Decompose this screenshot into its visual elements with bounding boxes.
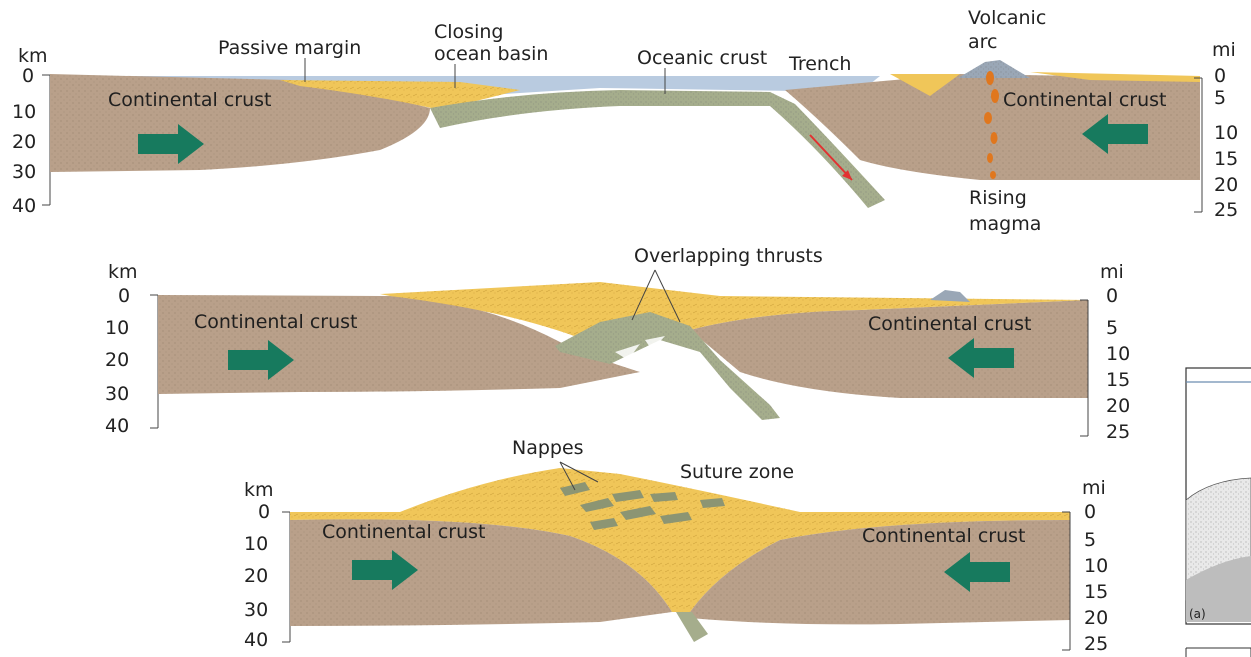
- km-tick: 10: [12, 101, 36, 123]
- km-tick: 30: [12, 161, 36, 183]
- km-tick: 20: [105, 349, 129, 371]
- mi-tick: 25: [1214, 199, 1238, 221]
- mi-tick: 15: [1214, 148, 1238, 170]
- km-tick: 10: [244, 533, 268, 555]
- label-suture-zone: Suture zone: [680, 461, 794, 483]
- label-continental-crust-left: Continental crust: [108, 89, 272, 111]
- panel-1: km 0 10 20 30 40: [12, 7, 1238, 235]
- label-trench: Trench: [788, 53, 851, 75]
- panel-2: km 0 10 20 30 40 Overlapping thrusts Con: [105, 245, 1130, 443]
- arc-remnant: [930, 290, 970, 302]
- mi-unit-label: mi: [1212, 39, 1236, 61]
- km-tick: 40: [105, 415, 129, 437]
- mi-tick: 25: [1106, 421, 1130, 443]
- label-volcanic-arc-1: Volcanic: [968, 7, 1046, 29]
- label-continental-crust-left: Continental crust: [322, 521, 486, 543]
- km-tick: 20: [244, 565, 268, 587]
- km-axis-ticks: 0 10 20 30 40: [244, 501, 270, 651]
- label-oceanic-crust: Oceanic crust: [637, 47, 767, 69]
- km-tick: 30: [244, 599, 268, 621]
- mi-tick: 20: [1084, 607, 1108, 629]
- mi-tick: 20: [1106, 395, 1130, 417]
- label-nappes: Nappes: [512, 437, 584, 459]
- mi-axis-ticks: 0 5 10 15 20 25: [1214, 65, 1238, 221]
- km-axis-line: [150, 295, 158, 428]
- km-tick: 40: [244, 629, 268, 651]
- side-panel-b-frame: [1186, 648, 1251, 657]
- mi-tick: 5: [1214, 87, 1226, 109]
- km-tick: 0: [22, 65, 34, 87]
- mi-tick: 10: [1106, 343, 1130, 365]
- label-overlapping-thrusts: Overlapping thrusts: [634, 245, 823, 267]
- mi-tick: 5: [1084, 529, 1096, 551]
- mi-unit-label: mi: [1100, 261, 1124, 283]
- side-panel-label: (a): [1189, 607, 1206, 621]
- km-tick: 30: [105, 383, 129, 405]
- label-continental-crust-right: Continental crust: [868, 313, 1032, 335]
- label-passive-margin: Passive margin: [218, 37, 361, 59]
- label-continental-crust-left: Continental crust: [194, 311, 358, 333]
- mi-tick: 20: [1214, 174, 1238, 196]
- label-rising-magma-2: magma: [969, 213, 1041, 235]
- mi-tick: 0: [1084, 501, 1096, 523]
- label-closing-ocean-basin-1: Closing: [434, 21, 503, 43]
- mi-tick: 10: [1214, 122, 1238, 144]
- mi-tick: 15: [1084, 581, 1108, 603]
- km-tick: 20: [12, 131, 36, 153]
- km-axis-line: [282, 512, 290, 642]
- km-axis-ticks: 0 10 20 30 40: [105, 285, 130, 437]
- mi-tick: 0: [1106, 285, 1118, 307]
- mi-tick: 15: [1106, 369, 1130, 391]
- km-unit-label: km: [108, 261, 138, 283]
- mi-tick: 10: [1084, 555, 1108, 577]
- mi-axis-ticks: 0 5 10 15 20 25: [1106, 285, 1130, 443]
- mi-tick: 25: [1084, 633, 1108, 655]
- km-unit-label: km: [244, 479, 274, 501]
- side-panel-a: (a): [1186, 368, 1251, 657]
- km-unit-label: km: [18, 45, 48, 67]
- mi-tick: 0: [1214, 65, 1226, 87]
- mi-tick: 5: [1106, 317, 1118, 339]
- km-tick: 0: [258, 501, 270, 523]
- label-continental-crust-right: Continental crust: [862, 525, 1026, 547]
- label-rising-magma-1: Rising: [969, 187, 1027, 209]
- km-tick: 10: [105, 317, 129, 339]
- panel-3: km 0 10 20 30 40: [244, 437, 1108, 655]
- km-axis-line: [42, 75, 50, 205]
- km-tick: 40: [12, 195, 36, 217]
- km-tick: 0: [118, 285, 130, 307]
- label-volcanic-arc-2: arc: [968, 31, 997, 53]
- mi-unit-label: mi: [1082, 477, 1106, 499]
- label-closing-ocean-basin-2: ocean basin: [434, 43, 548, 65]
- mi-axis-ticks: 0 5 10 15 20 25: [1084, 501, 1108, 655]
- label-continental-crust-right: Continental crust: [1003, 89, 1167, 111]
- km-axis-ticks: 0 10 20 30 40: [12, 65, 36, 217]
